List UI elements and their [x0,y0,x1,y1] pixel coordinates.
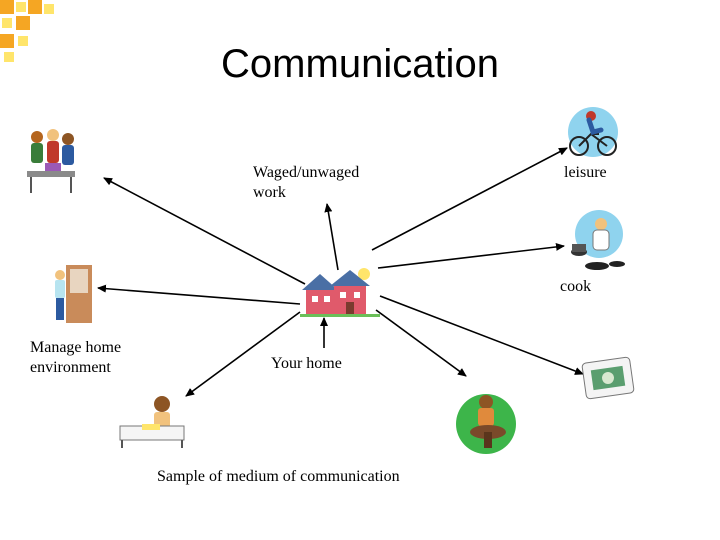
chef-cooking-clipart [571,210,625,270]
corner-squares-decoration [0,0,54,62]
arrow-to-money [379,295,584,375]
label-waged-work: Waged/unwaged work [253,163,359,203]
person-at-bed-clipart [119,396,185,448]
arrow-to-bed-person [185,311,301,397]
arrow-to-table-person [375,309,467,377]
label-manage-line2: environment [30,359,111,376]
arrow-to-waged-work [324,203,339,271]
person-at-table-clipart [456,394,516,454]
label-sample-medium: Sample of medium of communication [157,468,400,485]
money-bill-clipart [581,356,635,400]
page-title: Communication [221,42,499,86]
house-clipart [300,268,380,317]
person-at-window-clipart [55,265,92,323]
label-manage-line1: Manage home [30,339,122,356]
label-manage-home: Manage home environment [30,338,121,378]
label-waged-line2: work [253,184,286,201]
arrow-to-leisure [371,147,568,251]
arrow-to-cook [377,242,565,269]
arrow-to-window [97,284,301,305]
label-waged-line1: Waged/unwaged [253,164,360,181]
cyclist-clipart [568,107,618,157]
arrow-to-people [103,177,306,285]
label-your-home: Your home [271,355,342,372]
label-leisure: leisure [564,164,607,181]
label-cook: cook [560,278,592,295]
people-meeting-clipart [27,129,75,193]
